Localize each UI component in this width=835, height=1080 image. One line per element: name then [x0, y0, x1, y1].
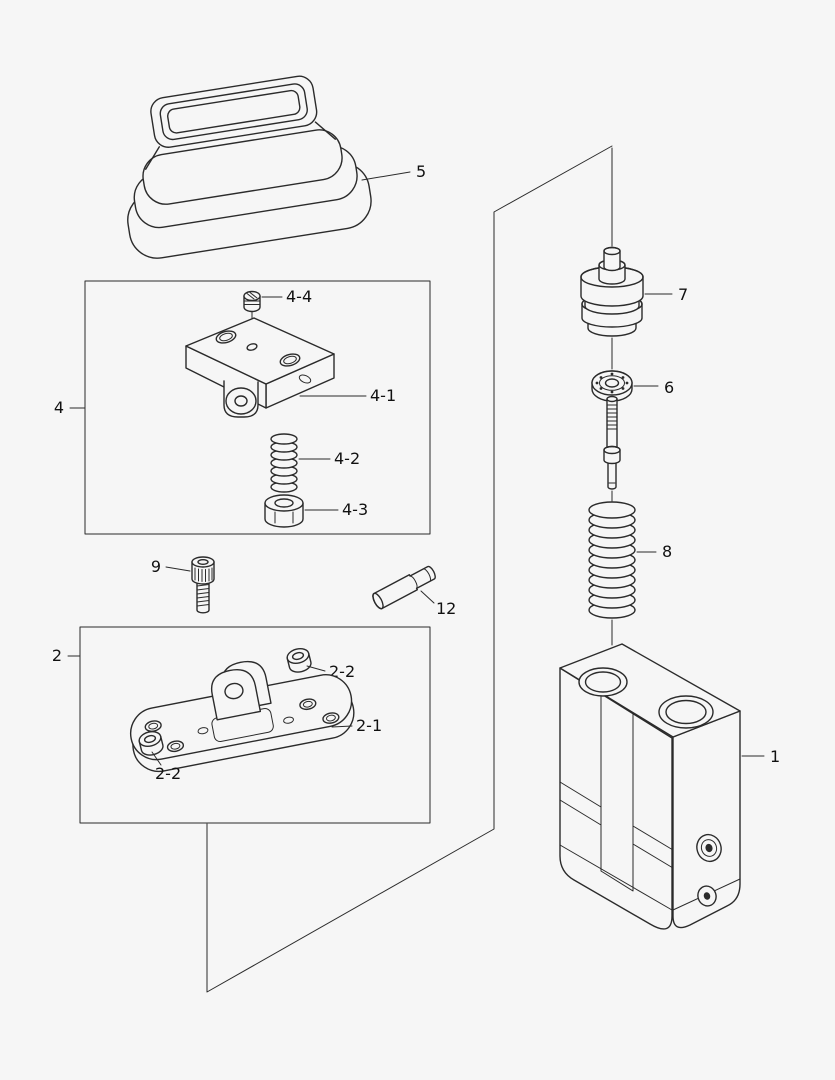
leader-2-1	[331, 725, 353, 728]
bushing-part-2-2-upper	[286, 648, 312, 673]
valve-stem	[603, 395, 621, 490]
nut-part-4-3	[264, 494, 304, 528]
base-plate-part-2-1	[129, 660, 355, 773]
part-label-4: 4	[54, 398, 64, 417]
cam-block-part-4-1	[185, 317, 335, 418]
rubber-boot-part-5	[127, 75, 372, 259]
part-label-12: 12	[436, 599, 456, 618]
part-label-2-1: 2-1	[356, 716, 382, 735]
leader-2-2-upper	[306, 665, 326, 672]
part-label-2: 2	[52, 646, 62, 665]
spring-part-4-2	[270, 433, 298, 493]
part-label-7: 7	[678, 285, 688, 304]
part-label-4-3: 4-3	[342, 500, 368, 519]
part-label-2-2-lower: 2-2	[155, 764, 181, 783]
part-label-4-4: 4-4	[286, 287, 312, 306]
part-label-6: 6	[664, 378, 674, 397]
piston-part-7	[580, 246, 644, 337]
part-label-4-2: 4-2	[334, 449, 360, 468]
leader-9	[165, 566, 191, 572]
retainer-part-6	[591, 370, 633, 402]
part-label-9: 9	[151, 557, 161, 576]
part-label-8: 8	[662, 542, 672, 561]
part-label-4-1: 4-1	[370, 386, 396, 405]
group-2-box	[79, 626, 431, 824]
pin-part-12	[372, 565, 436, 610]
bolt-part-9	[191, 556, 215, 614]
leader-2-2-lower	[151, 751, 162, 766]
part-label-5: 5	[416, 162, 426, 181]
part-label-1: 1	[770, 747, 780, 766]
valve-body-part-1	[559, 643, 741, 930]
leader-5	[361, 171, 411, 181]
leader-12	[420, 590, 435, 604]
spring-part-8	[588, 501, 636, 619]
projection-plane-outline	[206, 145, 613, 993]
